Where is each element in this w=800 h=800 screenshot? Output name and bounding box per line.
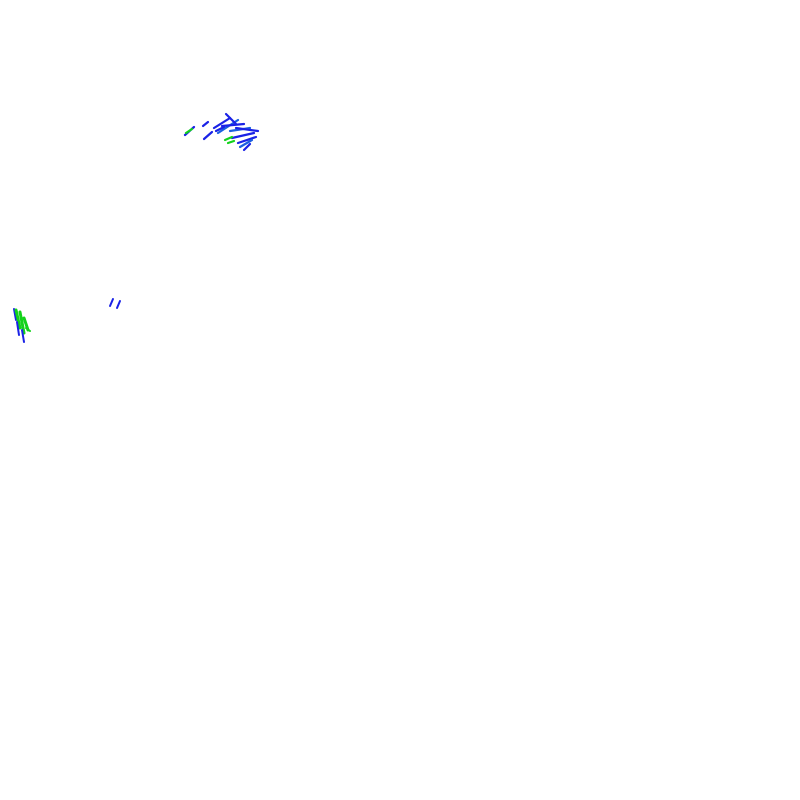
upper-stroke	[238, 138, 254, 149]
left-stroke	[16, 321, 20, 336]
upper-stroke	[214, 125, 226, 133]
upper-stroke	[226, 139, 236, 145]
upper-cluster	[183, 112, 260, 152]
left-stroke	[13, 308, 17, 321]
upper-stroke	[224, 112, 238, 126]
upper-stroke	[234, 126, 260, 133]
upper-stroke	[236, 135, 258, 145]
upper-stroke	[201, 120, 210, 128]
small-dash-pair	[109, 298, 121, 309]
left-edge-cluster	[13, 308, 31, 343]
dash-stroke	[116, 300, 121, 309]
left-stroke	[14, 308, 22, 330]
upper-stroke	[184, 127, 194, 135]
left-stroke	[21, 329, 25, 343]
upper-stroke	[242, 142, 252, 152]
dash-stroke	[109, 298, 114, 307]
upper-stroke	[230, 131, 256, 140]
upper-stroke	[223, 135, 234, 142]
left-stroke	[25, 327, 31, 332]
upper-stroke	[202, 130, 214, 141]
upper-stroke	[220, 122, 246, 128]
upper-stroke	[212, 116, 232, 130]
left-stroke	[18, 310, 26, 335]
